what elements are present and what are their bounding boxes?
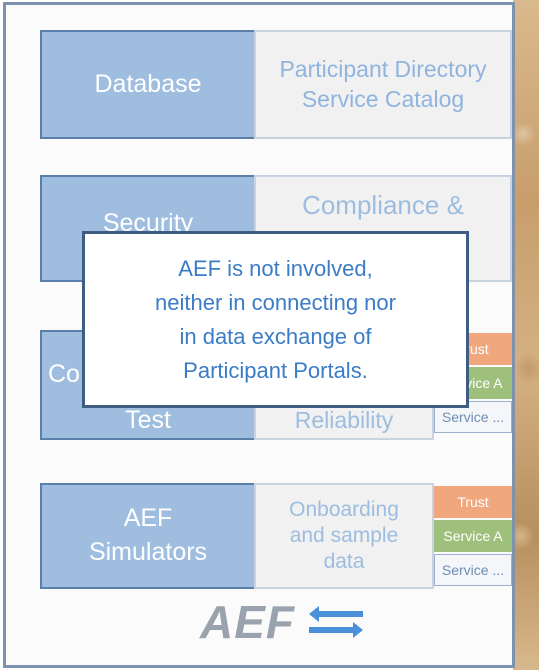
callout-line1: AEF is not involved, — [178, 255, 373, 281]
onboarding-box: Onboarding and sample data — [254, 483, 434, 589]
callout-note: AEF is not involved, neither in connecti… — [82, 231, 469, 408]
compliance-label: Compliance & — [302, 190, 464, 220]
service-tag-1-label: Service ... — [441, 409, 505, 425]
onboarding-line3: data — [323, 550, 365, 574]
simulators-label-line2: Simulators — [88, 538, 208, 566]
database-box: Database — [40, 30, 256, 139]
service-tag-2-label: Service ... — [441, 562, 505, 578]
callout-line3: in data exchange of — [179, 323, 372, 349]
conformity-label-partial: Co — [48, 360, 80, 388]
participant-directory-label: Participant Directory — [279, 55, 487, 82]
test-label: Test — [125, 406, 171, 434]
aef-simulators-box: AEF Simulators — [40, 483, 256, 589]
service-a-tag-2-label: Service A — [443, 528, 503, 544]
service-catalog-label: Service Catalog — [301, 85, 465, 112]
aef-logo-text: AEF — [200, 596, 295, 648]
aef-logo: AEF — [200, 598, 367, 646]
onboarding-line1: Onboarding — [289, 497, 399, 521]
participant-directory-box: Participant Directory Service Catalog — [254, 30, 512, 139]
swap-arrows-icon — [309, 606, 363, 638]
reliability-label: Reliability — [294, 407, 394, 434]
background-photo-strip — [513, 0, 539, 670]
service-tag-2: Service ... — [434, 554, 512, 586]
onboarding-line2: and sample — [289, 523, 399, 547]
database-label: Database — [94, 69, 202, 98]
service-a-tag-2: Service A — [434, 520, 512, 552]
simulators-label-line1: AEF — [123, 504, 173, 533]
trust-tag-2-label: Trust — [457, 494, 489, 510]
trust-tag-2: Trust — [434, 486, 512, 518]
callout-line4: Participant Portals. — [183, 357, 368, 383]
callout-line2: neither in connecting nor — [155, 289, 396, 315]
